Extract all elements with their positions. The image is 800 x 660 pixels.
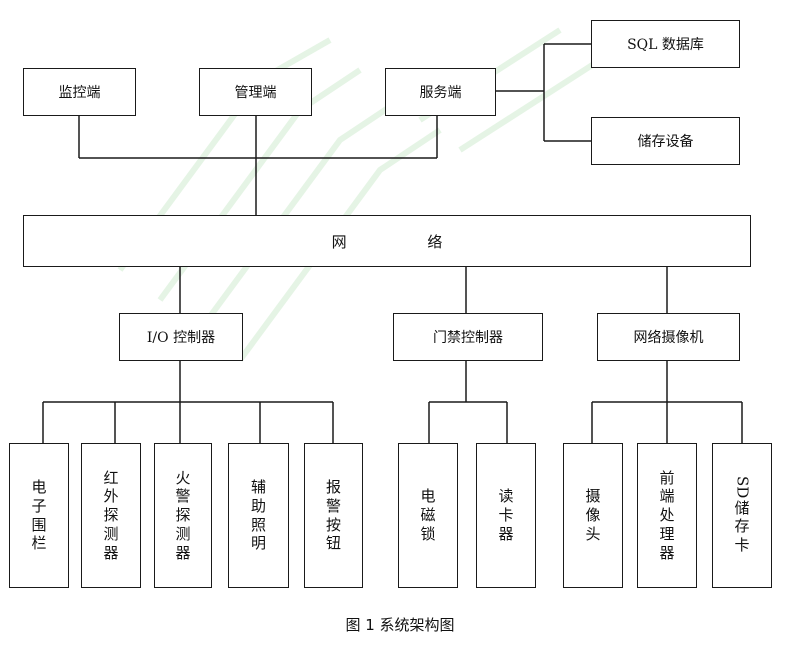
monitor-terminal-box: 监控端 <box>23 68 136 116</box>
card-reader-box: 读卡器 <box>476 443 536 588</box>
auxiliary-lighting-label: 辅助照明 <box>250 478 266 553</box>
front-end-processor-label: 前端处理器 <box>659 468 675 562</box>
io-controller-box: I/O 控制器 <box>119 313 243 361</box>
alarm-button-label: 报警按钮 <box>325 478 341 553</box>
figure-caption: 图 1 系统架构图 <box>345 616 455 634</box>
magnetic-lock-label: 电磁锁 <box>420 487 436 543</box>
network-bar: 网 络 <box>23 215 751 267</box>
watermark <box>117 27 602 362</box>
server-box: 服务端 <box>385 68 496 116</box>
magnetic-lock-box: 电磁锁 <box>398 443 458 588</box>
management-terminal-label: 管理端 <box>234 85 277 101</box>
io-controller-label: I/O 控制器 <box>146 330 216 346</box>
network-label: 网 络 <box>331 232 481 251</box>
storage-device-label: 储存设备 <box>637 134 694 150</box>
camera-head-box: 摄像头 <box>563 443 623 588</box>
sd-storage-card-prefix: SD <box>733 476 752 499</box>
alarm-button-box: 报警按钮 <box>304 443 363 588</box>
management-terminal-box: 管理端 <box>199 68 312 116</box>
fire-detector-label: 火警探测器 <box>175 468 191 562</box>
infrared-detector-label: 红外探测器 <box>103 468 119 562</box>
sql-database-box: SQL 数据库 <box>591 20 740 68</box>
monitor-terminal-label: 监控端 <box>58 85 101 101</box>
sd-storage-card-label: 储存卡 <box>734 498 750 555</box>
fire-detector-box: 火警探测器 <box>154 443 212 588</box>
network-camera-box: 网络摄像机 <box>597 313 740 361</box>
server-label: 服务端 <box>419 85 462 101</box>
sql-database-label: SQL 数据库 <box>627 37 704 53</box>
storage-device-box: 储存设备 <box>591 117 740 165</box>
camera-head-label: 摄像头 <box>585 487 601 543</box>
connectors <box>42 43 743 443</box>
electronic-fence-box: 电子围栏 <box>9 443 69 588</box>
door-controller-box: 门禁控制器 <box>393 313 543 361</box>
electronic-fence-label: 电子围栏 <box>31 478 47 553</box>
sd-storage-card-box: SD 储存卡 <box>712 443 772 588</box>
card-reader-label: 读卡器 <box>498 487 514 543</box>
network-camera-label: 网络摄像机 <box>633 330 704 346</box>
front-end-processor-box: 前端处理器 <box>637 443 697 588</box>
door-controller-label: 门禁控制器 <box>433 330 503 346</box>
infrared-detector-box: 红外探测器 <box>81 443 141 588</box>
auxiliary-lighting-box: 辅助照明 <box>228 443 289 588</box>
